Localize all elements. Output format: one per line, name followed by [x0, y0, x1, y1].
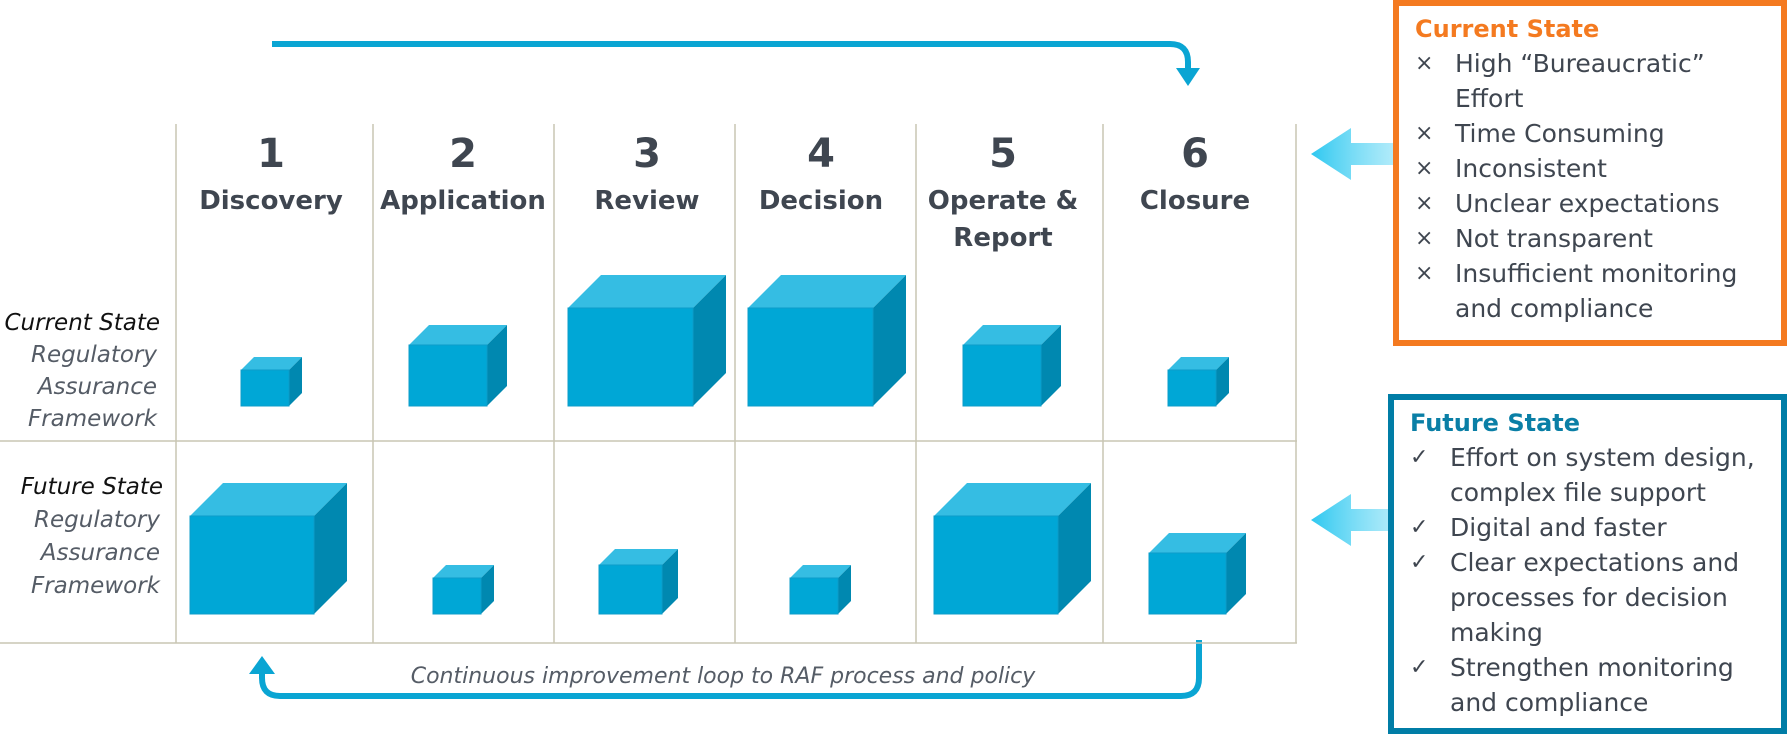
stage-name-line-2: Report — [953, 223, 1052, 253]
list-item: ✓ Clear expectations and processes for de… — [1410, 545, 1767, 650]
current-state-list: × High “Bureaucratic” Effort × Time Consum… — [1415, 46, 1767, 326]
stage-header-6: 6 Closure — [1140, 131, 1250, 216]
list-item: × Time Consuming — [1415, 116, 1767, 151]
cube-current-3 — [567, 275, 726, 407]
checkmark-icon: ✓ — [1410, 550, 1429, 575]
cross-icon: × — [1415, 226, 1434, 251]
stage-header-2: 2 Application — [380, 131, 546, 216]
list-item: ✓ Digital and faster — [1410, 510, 1767, 545]
checkmark-icon: ✓ — [1410, 655, 1429, 680]
cube-current-4 — [747, 275, 906, 407]
checkmark-icon: ✓ — [1410, 515, 1429, 540]
top-flow-arrow — [272, 41, 1191, 70]
stage-name: Application — [380, 186, 546, 216]
list-item: × Insufficient monitoring and compliance — [1415, 256, 1767, 326]
stage-number: 2 — [449, 131, 477, 177]
improvement-loop-arrowhead — [249, 656, 275, 674]
cube-future-2 — [432, 565, 494, 615]
stage-header-3: 3 Review — [594, 131, 699, 216]
stage-grid — [0, 124, 1297, 644]
stage-name: Closure — [1140, 186, 1250, 216]
future-state-pointer-arrow — [1311, 494, 1402, 546]
improvement-loop-arrow — [259, 640, 1202, 699]
improvement-loop-label: Continuous improvement loop to RAF proce… — [411, 664, 1037, 689]
list-item-text: Digital and faster — [1450, 513, 1667, 542]
row-subtitle-line: Assurance — [36, 374, 157, 400]
cube-current-5 — [962, 325, 1061, 407]
future-state-box: Future State ✓ Effort on system design, c… — [1388, 394, 1787, 734]
cube-current-2 — [408, 325, 507, 407]
cube-future-3 — [598, 549, 678, 615]
row-title: Current State — [5, 310, 161, 336]
stage-number: 3 — [633, 131, 661, 177]
row-title: Future State — [21, 474, 163, 500]
row-label-current: Current State Regulatory Assurance Frame… — [5, 310, 161, 432]
list-item-text: Not transparent — [1455, 224, 1653, 253]
stage-name: Review — [594, 186, 699, 216]
cube-future-5 — [933, 483, 1091, 615]
stage-header-4: 4 Decision — [759, 131, 883, 216]
cube-current-6 — [1167, 357, 1229, 407]
stage-number: 6 — [1181, 131, 1209, 177]
row-subtitle-line: Framework — [31, 573, 162, 599]
cube-future-1 — [189, 483, 347, 615]
list-item-text: Strengthen monitoring and compliance — [1450, 653, 1734, 717]
stage-name: Decision — [759, 186, 883, 216]
cross-icon: × — [1415, 156, 1434, 181]
list-item-text: Effort on system design, complex file su… — [1450, 443, 1755, 507]
list-item-text: High “Bureaucratic” Effort — [1455, 49, 1705, 113]
stage-number: 1 — [257, 131, 285, 177]
list-item: × High “Bureaucratic” Effort — [1415, 46, 1767, 116]
list-item: ✓ Effort on system design, complex file s… — [1410, 440, 1767, 510]
list-item-text: Clear expectations and processes for dec… — [1450, 548, 1740, 647]
cross-icon: × — [1415, 191, 1434, 216]
list-item-text: Insufficient monitoring and compliance — [1455, 259, 1738, 323]
cube-future-6 — [1148, 533, 1246, 615]
cube-future-4 — [789, 565, 851, 615]
row-label-future: Future State Regulatory Assurance Framew… — [21, 474, 163, 599]
row-subtitle-line: Regulatory — [31, 342, 157, 368]
stage-header-5: 5 Operate & Report — [928, 131, 1079, 253]
list-item: ✓ Strengthen monitoring and compliance — [1410, 650, 1767, 720]
list-item: × Unclear expectations — [1415, 186, 1767, 221]
list-item-text: Unclear expectations — [1455, 189, 1720, 218]
cross-icon: × — [1415, 261, 1434, 286]
current-state-title: Current State — [1415, 15, 1600, 43]
list-item: × Not transparent — [1415, 221, 1767, 256]
row-subtitle-line: Assurance — [39, 540, 160, 566]
row-subtitle-line: Regulatory — [34, 507, 160, 533]
cube-current-1 — [240, 357, 302, 407]
future-state-list: ✓ Effort on system design, complex file s… — [1410, 440, 1767, 720]
checkmark-icon: ✓ — [1410, 445, 1429, 470]
cross-icon: × — [1415, 51, 1434, 76]
stage-name: Discovery — [199, 186, 343, 216]
cross-icon: × — [1415, 121, 1434, 146]
stage-header-1: 1 Discovery — [199, 131, 343, 216]
row-subtitle-line: Framework — [28, 406, 159, 432]
list-item-text: Time Consuming — [1455, 119, 1665, 148]
current-state-box: Current State × High “Bureaucratic” Effor… — [1393, 0, 1787, 346]
top-flow-arrowhead — [1176, 68, 1200, 86]
current-state-pointer-arrow — [1311, 128, 1402, 180]
list-item-text: Inconsistent — [1455, 154, 1607, 183]
stage-name: Operate & — [928, 186, 1079, 216]
future-state-title: Future State — [1410, 409, 1581, 437]
stage-number: 4 — [807, 131, 835, 177]
stage-number: 5 — [989, 131, 1017, 177]
list-item: × Inconsistent — [1415, 151, 1767, 186]
